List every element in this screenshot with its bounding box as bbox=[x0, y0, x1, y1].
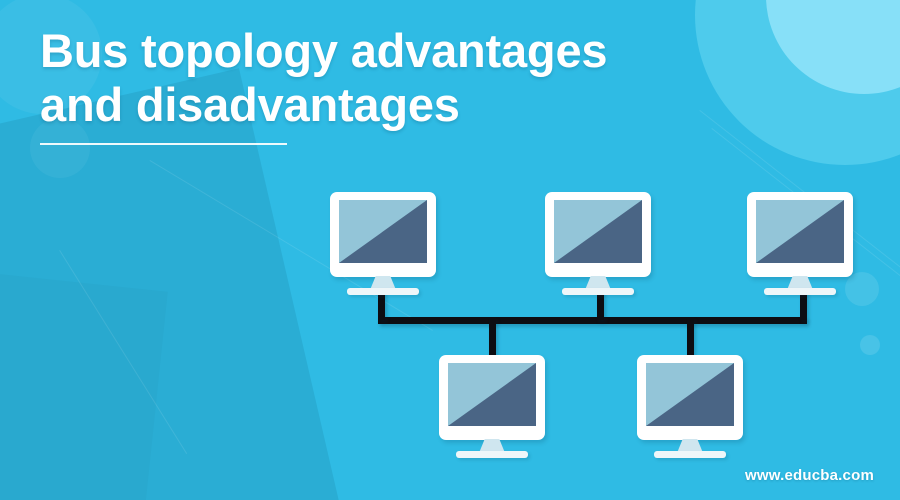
monitor-stand-neck-icon bbox=[479, 439, 505, 453]
monitor-stand-base-icon bbox=[456, 451, 528, 458]
monitor-stand-base-icon bbox=[562, 288, 634, 295]
monitor-stand-base-icon bbox=[654, 451, 726, 458]
monitor-stand-base-icon bbox=[764, 288, 836, 295]
bus-backbone-line bbox=[378, 317, 807, 324]
bus-drop-line-computer-1 bbox=[378, 287, 385, 320]
monitor-stand-base-icon bbox=[347, 288, 419, 295]
monitor-stand-neck-icon bbox=[370, 276, 396, 290]
monitor-stand-neck-icon bbox=[677, 439, 703, 453]
bus-drop-line-computer-4 bbox=[489, 317, 496, 362]
monitor-stand-neck-icon bbox=[585, 276, 611, 290]
monitor-screen-icon bbox=[646, 363, 734, 426]
site-watermark: www.educba.com bbox=[745, 467, 874, 484]
bus-drop-line-computer-5 bbox=[687, 317, 694, 362]
bus-drop-line-computer-2 bbox=[597, 287, 604, 320]
monitor-stand-neck-icon bbox=[787, 276, 813, 290]
title-underline-rule bbox=[40, 143, 287, 145]
page-title-line-2: and disadvantages bbox=[40, 78, 460, 131]
monitor-screen-icon bbox=[756, 200, 844, 263]
monitor-screen-icon bbox=[448, 363, 536, 426]
monitor-screen-icon bbox=[339, 200, 427, 263]
page-title: Bus topology advantages and disadvantage… bbox=[40, 24, 608, 132]
page-title-line-1: Bus topology advantages bbox=[40, 24, 608, 77]
bus-drop-line-computer-3 bbox=[800, 287, 807, 320]
monitor-screen-icon bbox=[554, 200, 642, 263]
